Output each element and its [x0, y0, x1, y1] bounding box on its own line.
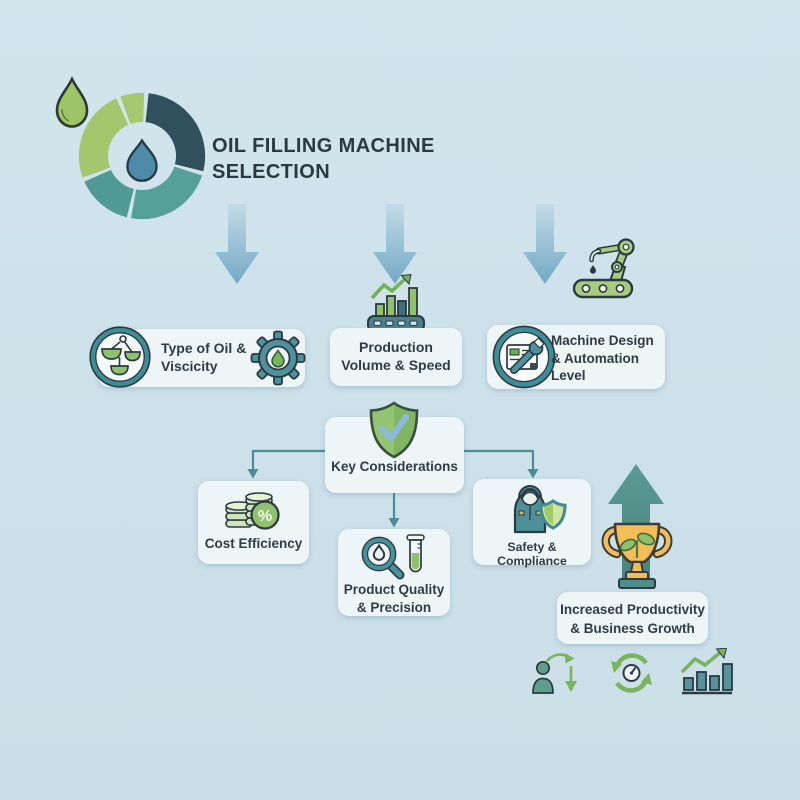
factor-machine-line3: Level — [551, 368, 586, 383]
product-quality-label: Product Quality & Precision — [338, 581, 450, 617]
wrench-checklist-icon — [492, 325, 556, 389]
factor-machine-line1: Machine Design — [551, 333, 654, 348]
quality-line2: & Precision — [356, 600, 432, 615]
factor-label-machine-design: Machine Design & Automation Level — [551, 332, 654, 385]
down-arrow-icon — [215, 204, 259, 284]
magnifier-testtube-icon — [361, 534, 425, 580]
oil-droplet-icon — [55, 76, 89, 128]
safety-compliance-label: Safety & Compliance — [497, 540, 567, 568]
factor-oil-line2: Viscicity — [161, 358, 218, 374]
balance-bowls-icon — [89, 326, 151, 388]
factor-card-production — [330, 328, 462, 386]
factor-machine-line2: & Automation — [551, 350, 639, 366]
coins-percent-icon: % — [225, 492, 280, 530]
outcome-label: Increased Productivity & Business Growth — [557, 600, 708, 638]
factor-prod-line1: Production — [359, 339, 433, 355]
outcome-line1: Increased Productivity — [560, 602, 705, 617]
quality-line1: Product Quality — [343, 582, 445, 597]
page-title-line1: OIL FILLING MACHINE — [212, 135, 435, 158]
person-transfer-icon — [532, 653, 577, 694]
production-bars-icon — [367, 274, 425, 332]
factor-prod-line2: Volume & Speed — [341, 357, 451, 373]
down-arrow-icon — [373, 204, 417, 284]
oil-donut-logo — [78, 92, 206, 220]
outcome-card — [557, 592, 708, 644]
worker-shield-icon — [513, 485, 567, 534]
key-considerations-label: Key Considerations — [331, 459, 458, 474]
growth-chart-icon — [680, 648, 733, 695]
factor-label-oil-type: Type of Oil & Viscicity — [161, 339, 246, 375]
shield-check-icon — [369, 401, 419, 459]
page-title: OIL FILLING MACHINE SELECTION — [212, 133, 435, 185]
factor-oil-line1: Type of Oil & — [161, 340, 247, 356]
gear-droplet-icon — [250, 330, 306, 386]
outcome-line2: & Business Growth — [570, 621, 695, 636]
logo-droplet — [126, 138, 158, 182]
page-title-line2: SELECTION — [212, 161, 331, 184]
cost-efficiency-label: Cost Efficiency — [204, 536, 303, 551]
down-arrow-icon — [523, 204, 567, 284]
factor-label-production: Production Volume & Speed — [330, 338, 462, 374]
cycle-gauge-icon — [611, 653, 652, 693]
robot-arm-icon — [572, 238, 635, 299]
percent-symbol: % — [258, 508, 272, 525]
trophy-sprout-icon — [601, 522, 673, 589]
